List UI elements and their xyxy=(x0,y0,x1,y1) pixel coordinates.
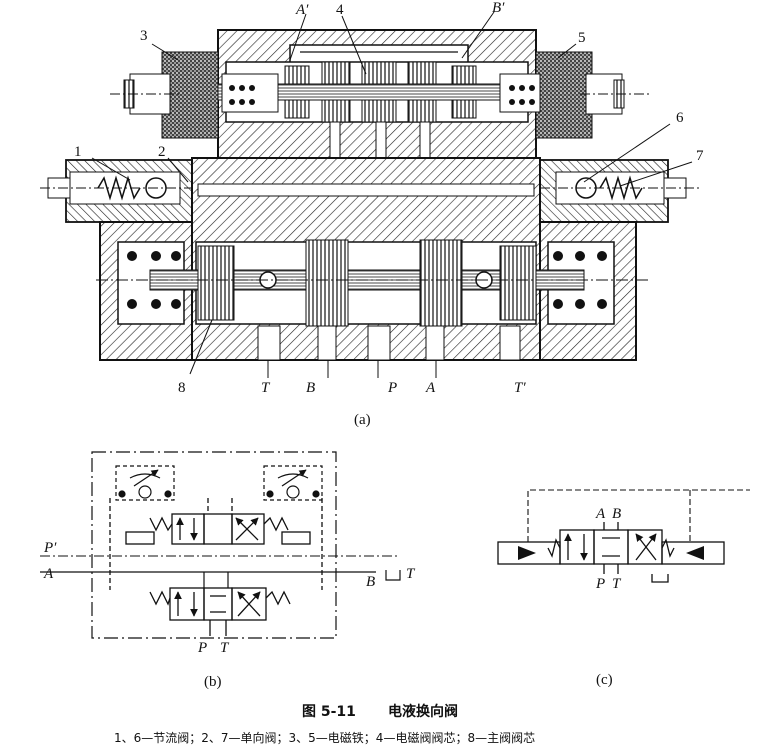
part-label-6: 6 xyxy=(676,110,684,126)
part-leader-lines xyxy=(91,11,693,375)
b-port-p: P xyxy=(197,640,207,656)
part-label-7: 7 xyxy=(696,148,704,164)
port-label-b-prime: B′ xyxy=(492,0,505,16)
left-solenoid xyxy=(110,51,279,139)
c-port-a: A xyxy=(595,506,606,522)
part-label-1: 1 xyxy=(74,144,82,160)
figure-caption-title: 电液换向阀 xyxy=(388,703,458,720)
port-label-a-prime: A′ xyxy=(295,2,309,18)
panel-a-section-view: 1 2 3 4 5 6 7 8 A′ B′ T B P A T′ (a) xyxy=(40,0,704,428)
part-label-3: 3 xyxy=(140,28,148,44)
port-label-p: P xyxy=(387,380,397,396)
left-damper-housing xyxy=(40,159,200,223)
c-port-t: T xyxy=(612,576,622,592)
main-valve-body xyxy=(96,157,650,378)
figure-caption-number: 图 5-11 xyxy=(302,704,356,720)
b-port-a: A xyxy=(43,566,54,582)
port-label-a: A xyxy=(425,380,436,396)
right-damper-housing xyxy=(539,159,700,223)
b-port-b: B xyxy=(366,574,375,590)
port-label-t: T xyxy=(261,380,271,396)
pilot-valve-symbol xyxy=(109,498,323,590)
figure-legend: 1、6—节流阀；2、7—单向阀；3、5—电磁铁；4—电磁阀阀芯；8—主阀阀芯 xyxy=(114,730,535,745)
part-label-2: 2 xyxy=(158,144,166,160)
part-label-4: 4 xyxy=(336,2,344,18)
part-label-8: 8 xyxy=(178,380,186,396)
b-port-t-right: T xyxy=(406,566,416,582)
b-port-t: T xyxy=(220,640,230,656)
port-label-b: B xyxy=(306,380,315,396)
b-port-p-prime: P′ xyxy=(43,540,57,556)
right-solenoid xyxy=(499,51,650,139)
panel-c-label: (c) xyxy=(596,672,613,688)
left-damper-symbol xyxy=(115,465,175,501)
main-valve-symbol xyxy=(149,587,291,636)
panel-b-label: (b) xyxy=(204,674,222,690)
c-port-p: P xyxy=(595,576,605,592)
c-port-b: B xyxy=(612,506,621,522)
right-damper-symbol xyxy=(263,465,323,501)
part-label-5: 5 xyxy=(578,30,586,46)
panel-b-detailed-symbol: P′ A B T P T (b) xyxy=(40,451,416,690)
panel-a-label: (a) xyxy=(354,412,371,428)
panel-c-simplified-symbol: A B P T (c) xyxy=(497,489,750,688)
port-label-t-prime: T′ xyxy=(514,380,526,396)
